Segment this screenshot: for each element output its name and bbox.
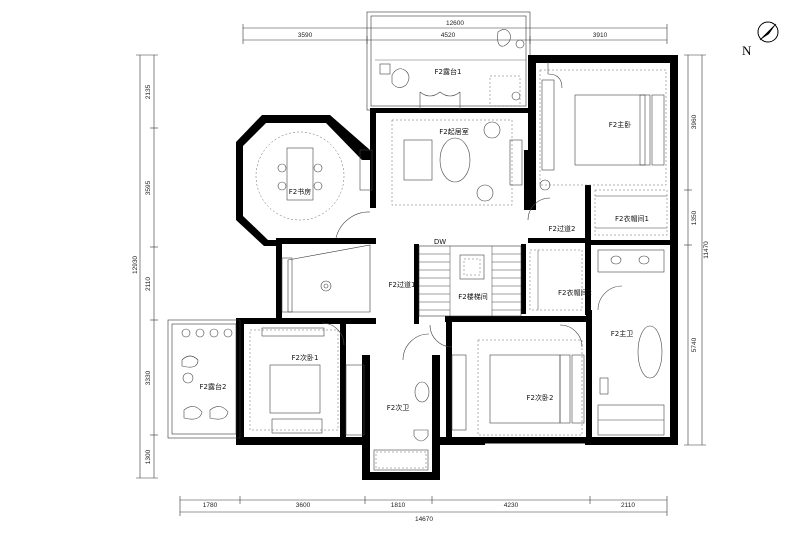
bedroom-2-furniture [451, 339, 585, 447]
dim-top-3: 3910 [593, 32, 608, 39]
room-label-closet-1: F2衣帽间1 [615, 214, 649, 223]
master-bath [597, 249, 665, 436]
closet-2 [529, 249, 583, 311]
closet-1 [594, 189, 668, 236]
dim-top-overall: 12600 [446, 20, 464, 27]
dim-bottom-1: 1780 [203, 502, 218, 509]
dim-bottom-5: 2110 [621, 502, 635, 509]
dim-left-4: 3330 [145, 370, 152, 385]
room-label-master: F2主卧 [609, 120, 631, 129]
dim-left-5: 1300 [145, 449, 152, 464]
doors [321, 197, 623, 361]
dim-right-3: 5740 [691, 337, 698, 352]
room-label-study: F2书房 [289, 187, 311, 196]
room-label-master-bath: F2主卫 [611, 329, 633, 338]
north-label: N [742, 43, 752, 58]
dim-bottom-2: 3600 [296, 502, 311, 509]
room-label-terrace-1: F2露台1 [435, 67, 462, 76]
walls [236, 55, 678, 480]
terrace-2 [167, 319, 241, 439]
dim-left-2: 3595 [145, 180, 152, 195]
study-furniture [255, 131, 345, 221]
room-label-stair: F2楼梯间 [458, 292, 487, 301]
dim-right-overall: 11470 [703, 241, 710, 259]
stair-direction-label: DW [434, 238, 446, 246]
dim-right-2: 1350 [691, 210, 698, 225]
stair [418, 245, 522, 317]
dim-top-1: 3590 [298, 32, 313, 39]
room-label-bath-2: F2次卫 [387, 403, 409, 412]
dimension-lines [136, 24, 706, 516]
dim-left-1: 2135 [145, 84, 152, 99]
room-label-bedroom-2: F2次卧2 [527, 393, 554, 402]
room-label-living: F2起居室 [439, 127, 468, 136]
room-label-corridor-1: F2过道1 [389, 280, 416, 289]
dim-left-overall: 12930 [132, 256, 139, 274]
room-label-bedroom-1: F2次卧1 [292, 353, 319, 362]
room-label-closet-2: F2衣帽间2 [558, 288, 592, 297]
dim-left-3: 2110 [145, 277, 152, 291]
bedroom-1-furniture [249, 327, 365, 436]
room-label-terrace-2: F2露台2 [200, 382, 227, 391]
north-arrow-icon [757, 21, 779, 43]
corridor-lounge [281, 244, 371, 313]
dim-bottom-4: 4230 [504, 502, 519, 509]
dim-bottom-overall: 14670 [415, 516, 433, 523]
bath-2-furniture [373, 381, 430, 471]
dim-top-2: 4520 [441, 32, 456, 39]
room-label-corridor-2: F2过道2 [549, 224, 576, 233]
dim-bottom-3: 1810 [391, 502, 406, 509]
living-furniture [359, 91, 523, 206]
dim-right-1: 3960 [691, 114, 698, 129]
master-furniture [539, 62, 667, 191]
